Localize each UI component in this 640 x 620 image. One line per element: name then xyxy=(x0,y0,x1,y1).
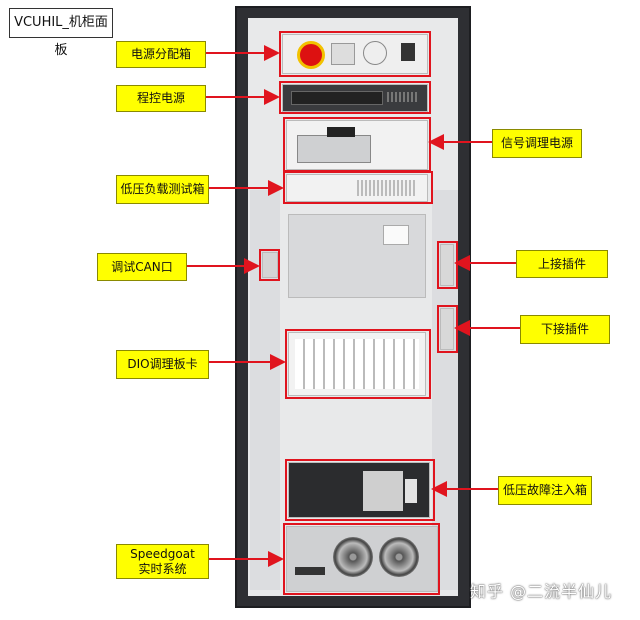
label-power-distribution: 电源分配箱 xyxy=(116,41,206,68)
port-icon xyxy=(295,567,325,575)
label-programmable-power: 程控电源 xyxy=(116,85,206,112)
watermark: 知乎 @二流半仙儿 xyxy=(470,582,613,601)
low-voltage-load-box xyxy=(286,174,428,202)
speedgoat-unit xyxy=(286,526,438,592)
highlight-power-distribution xyxy=(279,31,431,77)
power-display-icon xyxy=(291,91,383,105)
highlight-can-port xyxy=(259,249,280,281)
breaker-icon xyxy=(331,43,355,65)
label-low-voltage-load-test: 低压负载测试箱 xyxy=(116,175,209,204)
highlight-programmable-power xyxy=(279,81,431,114)
note-card-icon xyxy=(383,225,409,245)
highlight-speedgoat xyxy=(283,523,440,595)
upper-connector-panel xyxy=(440,244,454,286)
signal-conditioning-power-unit xyxy=(286,120,428,170)
connector-icon xyxy=(405,479,417,503)
emergency-stop-icon xyxy=(297,41,325,69)
key-switch-icon xyxy=(363,41,387,65)
lower-connector-panel xyxy=(440,308,454,350)
indicator-icon xyxy=(401,43,415,61)
fan-icon xyxy=(379,537,419,577)
can-port-panel xyxy=(262,252,278,278)
board-slots-icon xyxy=(295,339,419,389)
vent-icon xyxy=(357,180,417,196)
label-speedgoat: Speedgoat 实时系统 xyxy=(116,544,209,579)
fan-icon xyxy=(333,537,373,577)
highlight-load-box xyxy=(283,171,433,204)
glass-window xyxy=(288,214,426,298)
label-debug-can: 调试CAN口 xyxy=(97,253,187,281)
label-dio-board: DIO调理板卡 xyxy=(116,350,209,379)
vent-icon xyxy=(387,92,417,102)
power-distribution-unit xyxy=(282,34,428,74)
label-speedgoat-line2: 实时系统 xyxy=(138,561,187,576)
label-speedgoat-line1: Speedgoat xyxy=(130,546,195,561)
diagram-title: VCUHIL_机柜面板 xyxy=(9,8,113,58)
dio-board-rack xyxy=(288,332,426,396)
label-lower-connector: 下接插件 xyxy=(520,315,610,344)
psu-display-icon xyxy=(327,127,355,137)
label-signal-conditioning-power: 信号调理电源 xyxy=(492,129,582,158)
module-icon xyxy=(363,471,403,511)
highlight-dio xyxy=(285,329,431,399)
fault-injection-box xyxy=(288,462,430,518)
label-upper-connector: 上接插件 xyxy=(516,250,608,278)
label-fault-injection: 低压故障注入箱 xyxy=(498,476,592,505)
programmable-power-unit xyxy=(282,84,428,112)
